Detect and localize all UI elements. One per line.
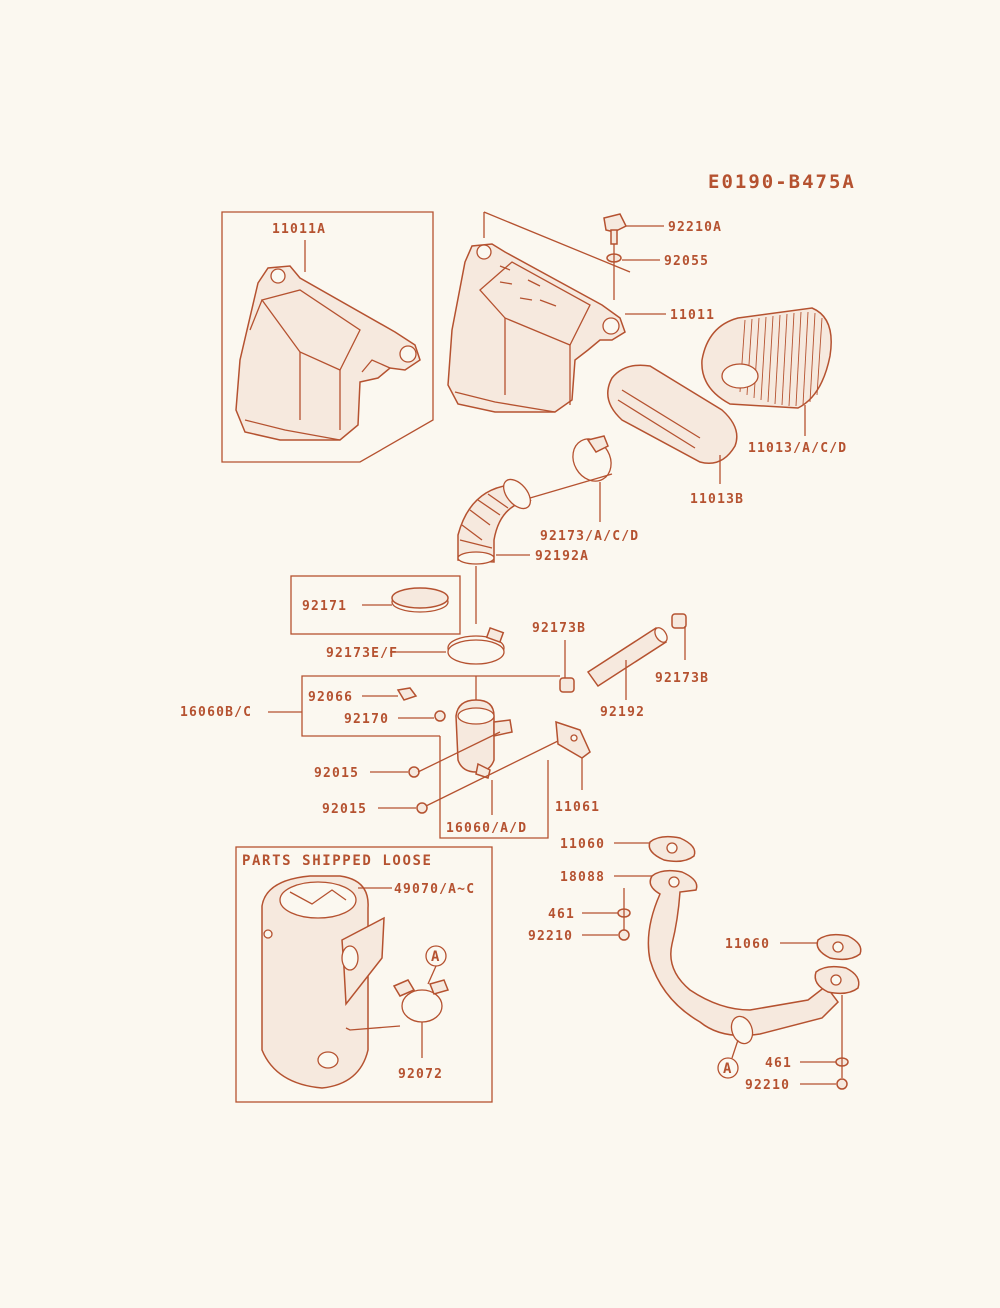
part-label-92072: 92072 bbox=[398, 1067, 443, 1082]
ref-marker-a-pipe-label: A bbox=[723, 1061, 733, 1077]
filter-element-11013[interactable] bbox=[701, 307, 832, 409]
part-label-92210-lower: 92210 bbox=[745, 1078, 790, 1093]
ref-marker-a-box bbox=[425, 945, 447, 967]
part-label-11013acd: 11013/A/C/D bbox=[748, 441, 847, 456]
gasket-11060-lower[interactable] bbox=[816, 933, 862, 961]
part-label-92192a: 92192A bbox=[535, 549, 589, 564]
part-label-92055: 92055 bbox=[664, 254, 709, 269]
air-cleaner-case-11011[interactable] bbox=[447, 211, 631, 413]
part-label-92173b-right: 92173B bbox=[655, 671, 709, 686]
pin-92066[interactable] bbox=[396, 687, 418, 701]
parts-shipped-loose-box bbox=[235, 846, 493, 1103]
part-label-92170: 92170 bbox=[344, 712, 389, 727]
part-label-461-upper: 461 bbox=[548, 907, 575, 922]
gasket-11061[interactable] bbox=[555, 720, 591, 759]
flange-exhaust[interactable] bbox=[814, 965, 860, 995]
parts-shipped-loose-title: PARTS SHIPPED LOOSE bbox=[242, 853, 433, 869]
elbow-hose-92192a[interactable] bbox=[457, 475, 536, 565]
bracket-16060ad bbox=[439, 736, 549, 839]
band-clamp-92171[interactable] bbox=[391, 587, 449, 613]
part-label-49070: 49070/A~C bbox=[394, 882, 475, 897]
part-label-92210a: 92210A bbox=[668, 220, 722, 235]
diagram-id: E0190-B475A bbox=[708, 171, 856, 193]
hose-clip-92173b-upper[interactable] bbox=[671, 613, 687, 629]
muffler-49070[interactable] bbox=[261, 875, 385, 1089]
part-label-11061: 11061 bbox=[555, 800, 600, 815]
part-label-92015-lower: 92015 bbox=[322, 802, 367, 817]
hose-clamp-92173[interactable] bbox=[565, 432, 618, 488]
hose-92192[interactable] bbox=[586, 626, 670, 688]
nut-92210-upper[interactable] bbox=[618, 929, 630, 941]
screw-92170[interactable] bbox=[434, 710, 446, 722]
part-label-11060-upper: 11060 bbox=[560, 837, 605, 852]
bracket-16060bc bbox=[301, 675, 560, 737]
part-label-18088: 18088 bbox=[560, 870, 605, 885]
box-92171 bbox=[290, 575, 461, 635]
part-label-16060ad: 16060/A/D bbox=[446, 821, 527, 836]
joint-16060[interactable] bbox=[455, 699, 513, 779]
part-label-92171: 92171 bbox=[302, 599, 347, 614]
part-label-92173acd: 92173/A/C/D bbox=[540, 529, 639, 544]
exhaust-pipe-18088[interactable] bbox=[647, 869, 839, 1047]
gasket-11060-upper[interactable] bbox=[648, 835, 696, 863]
part-label-11011a: 11011A bbox=[272, 222, 326, 237]
part-label-461-lower: 461 bbox=[765, 1056, 792, 1071]
part-label-92210-upper: 92210 bbox=[528, 929, 573, 944]
ref-marker-a-pipe bbox=[717, 1057, 739, 1079]
ref-marker-a-box-label: A bbox=[431, 949, 441, 965]
part-label-11011: 11011 bbox=[670, 308, 715, 323]
part-label-92066: 92066 bbox=[308, 690, 353, 705]
hose-clamp-92173ef[interactable] bbox=[447, 626, 505, 665]
part-label-11060-lower: 11060 bbox=[725, 937, 770, 952]
hose-clip-92173b-lower[interactable] bbox=[559, 677, 575, 693]
part-label-92173b-left: 92173B bbox=[532, 621, 586, 636]
nut-92015-lower[interactable] bbox=[416, 802, 428, 814]
wing-bolt-92210a[interactable] bbox=[603, 213, 628, 245]
clamp-92072[interactable] bbox=[392, 979, 450, 1023]
part-label-92015-upper: 92015 bbox=[314, 766, 359, 781]
nut-92015-upper[interactable] bbox=[408, 766, 420, 778]
nut-92210-lower[interactable] bbox=[836, 1078, 848, 1090]
part-label-92173ef: 92173E/F bbox=[326, 646, 398, 661]
part-label-11013b: 11013B bbox=[690, 492, 744, 507]
part-label-16060bc: 16060B/C bbox=[180, 705, 252, 720]
part-label-92192: 92192 bbox=[600, 705, 645, 720]
air-cleaner-case-11011a[interactable] bbox=[221, 211, 434, 463]
pre-cleaner-11013b[interactable] bbox=[607, 364, 738, 464]
